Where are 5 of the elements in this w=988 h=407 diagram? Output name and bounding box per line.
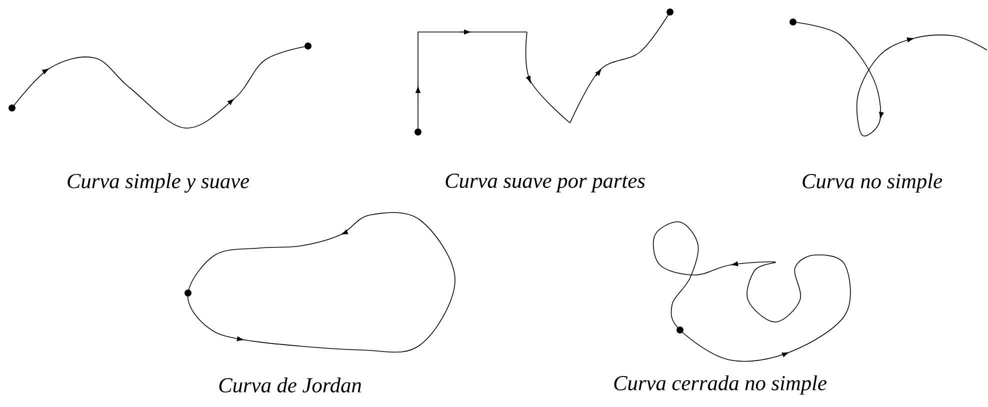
caption: Curva simple y suave xyxy=(68,173,250,193)
caption: Curva no simple xyxy=(802,173,942,193)
caption: Curva cerrada no simple xyxy=(614,375,826,395)
caption: Curva suave por partes xyxy=(446,174,645,192)
caption: Curva de Jordan xyxy=(219,377,362,393)
